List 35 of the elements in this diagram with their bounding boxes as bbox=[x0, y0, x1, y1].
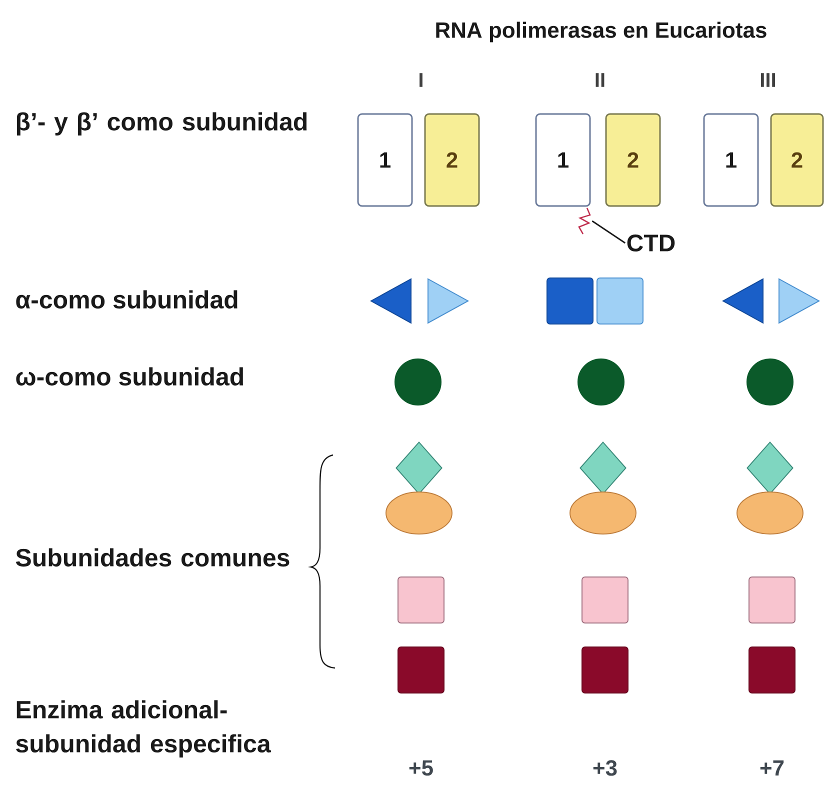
subunit-box: 2 bbox=[605, 113, 661, 207]
title: RNA polimerasas en Eucariotas bbox=[436, 22, 766, 42]
subunit-ellipse bbox=[386, 492, 452, 534]
subunit-square bbox=[748, 646, 796, 694]
row-label: α-como subunidad bbox=[16, 290, 238, 309]
subunit-circle bbox=[394, 358, 442, 406]
subunit-box: 1 bbox=[535, 113, 591, 207]
count-label: +3 bbox=[593, 760, 617, 776]
row-label: β’- y β’ como subunidad bbox=[16, 112, 307, 136]
callout-text: CTD bbox=[627, 234, 675, 252]
subunit-box: 2 bbox=[770, 113, 824, 207]
subunit-square bbox=[398, 576, 444, 624]
row-label: Subunidades comunes bbox=[16, 548, 290, 567]
subunit-circle bbox=[578, 358, 624, 406]
column-header: III bbox=[761, 73, 775, 87]
subunit-box: 1 bbox=[357, 113, 413, 207]
count-label: +7 bbox=[760, 760, 784, 776]
subunit-circle bbox=[746, 358, 794, 406]
subunit-square bbox=[748, 576, 796, 624]
column-header: II bbox=[596, 73, 604, 87]
row-label: Enzima adicional- subunidad especifica bbox=[16, 700, 271, 758]
leader-line bbox=[592, 220, 626, 244]
column-header: I bbox=[420, 73, 422, 87]
subunit-ellipse bbox=[570, 492, 636, 534]
subunit-square bbox=[582, 646, 628, 694]
subunit-square bbox=[546, 278, 594, 324]
subunit-ellipse bbox=[736, 492, 804, 534]
count-label: +5 bbox=[409, 760, 433, 776]
subunit-square bbox=[596, 278, 644, 324]
subunit-box: 2 bbox=[424, 113, 480, 207]
subunit-box: 1 bbox=[703, 113, 759, 207]
subunit-square bbox=[398, 646, 444, 694]
row-label: ω-como subunidad bbox=[16, 367, 243, 386]
subunit-square bbox=[582, 576, 628, 624]
squiggle bbox=[578, 208, 591, 234]
